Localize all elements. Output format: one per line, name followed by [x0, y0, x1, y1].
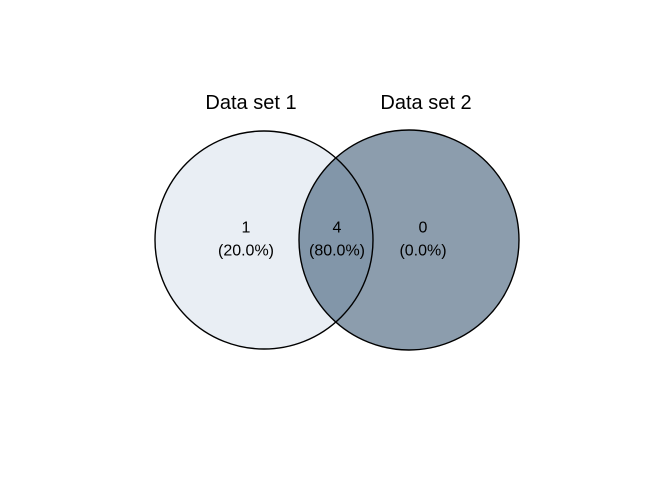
overlap-region-fill: [299, 131, 373, 349]
set1-only-percent: (20.0%): [218, 243, 274, 260]
set2-only-percent: (0.0%): [399, 243, 446, 260]
overlap-count: 4: [333, 220, 342, 237]
overlap-percent: (80.0%): [309, 243, 365, 260]
set1-circle-outline: [154, 130, 374, 350]
set2-only-count: 0: [419, 220, 428, 237]
set1-only-count: 1: [242, 220, 251, 237]
set2-title: Data set 2: [380, 92, 471, 114]
set2-circle-outline: [298, 129, 520, 351]
set1-title: Data set 1: [205, 92, 296, 114]
overlap-region-group: [299, 131, 373, 349]
